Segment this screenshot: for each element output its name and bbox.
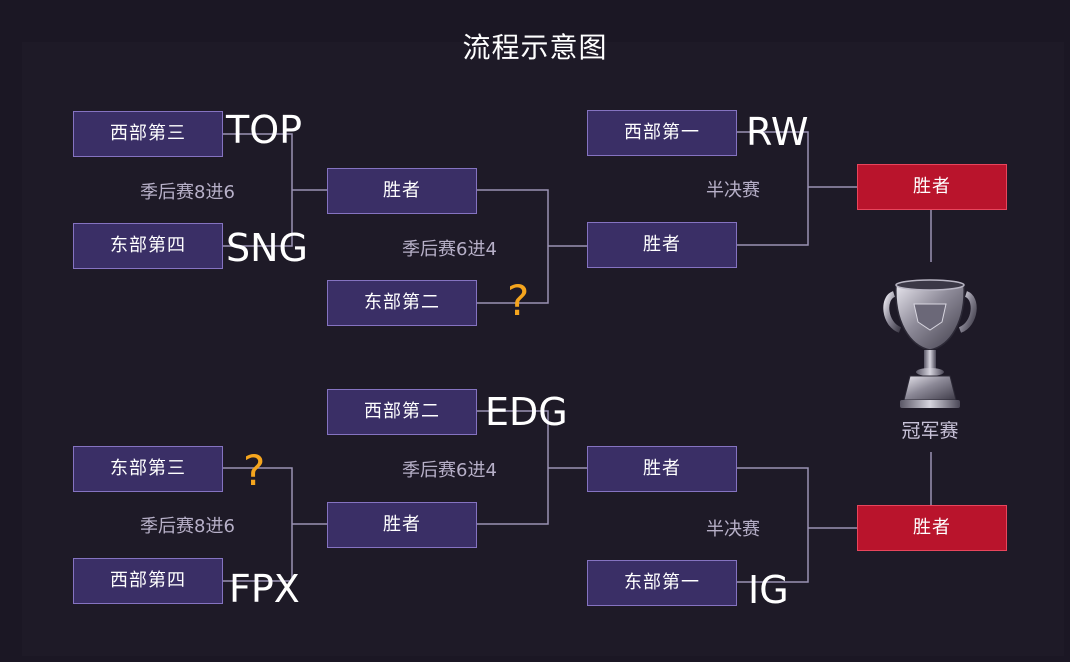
team-label-sng: SNG xyxy=(226,226,308,270)
round-label-top-semifinal: 半决赛 xyxy=(706,180,760,201)
round-label-bottom-semifinal: 半决赛 xyxy=(706,519,760,540)
round-label-top-6to4: 季后赛6进4 xyxy=(402,239,497,260)
team-label-ig: IG xyxy=(748,568,789,612)
node-east-third: 东部第三 xyxy=(73,446,223,492)
node-west-third: 西部第三 xyxy=(73,111,223,157)
team-label-edg: EDG xyxy=(485,390,568,434)
node-east-second: 东部第二 xyxy=(327,280,477,326)
node-top-qf-winner: 胜者 xyxy=(327,168,477,214)
round-label-bottom-6to4: 季后赛6进4 xyxy=(402,460,497,481)
round-label-bottom-8to6: 季后赛8进6 xyxy=(140,516,235,537)
round-label-top-8to6: 季后赛8进6 xyxy=(140,182,235,203)
unknown-team-mark-bottom: ? xyxy=(243,446,266,495)
node-top-final-winner: 胜者 xyxy=(857,164,1007,210)
node-west-fourth: 西部第四 xyxy=(73,558,223,604)
team-label-top: TOP xyxy=(226,108,303,152)
unknown-team-mark-top: ? xyxy=(507,276,530,325)
connector-top-semi xyxy=(736,131,809,246)
node-east-fourth: 东部第四 xyxy=(73,223,223,269)
node-west-second: 西部第二 xyxy=(327,389,477,435)
team-label-rw: RW xyxy=(746,110,809,154)
node-bottom-sf-winner: 胜者 xyxy=(587,446,737,492)
connector-bottom-semi xyxy=(736,467,809,583)
node-bottom-qf-winner: 胜者 xyxy=(327,502,477,548)
trophy-icon xyxy=(883,279,977,408)
node-west-first: 西部第一 xyxy=(587,110,737,156)
node-east-first: 东部第一 xyxy=(587,560,737,606)
node-bottom-final-winner: 胜者 xyxy=(857,505,1007,551)
round-label-final: 冠军赛 xyxy=(901,420,959,442)
page-title: 流程示意图 xyxy=(462,31,608,64)
team-label-fpx: FPX xyxy=(229,567,300,611)
node-top-sf-winner: 胜者 xyxy=(587,222,737,268)
